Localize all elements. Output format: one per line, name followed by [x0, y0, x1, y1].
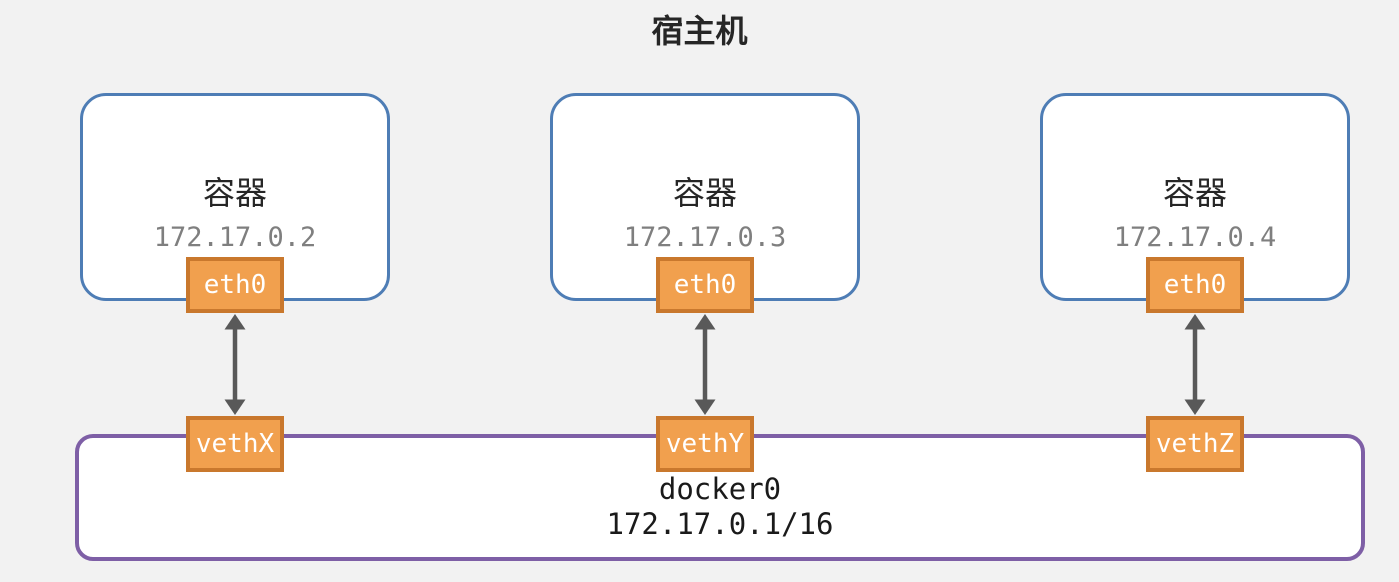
eth0-interface-box: eth0	[1146, 257, 1244, 313]
container-label: 容器	[202, 174, 267, 212]
bridge-ip: 172.17.0.1/16	[606, 507, 834, 541]
veth-interface-box: vethZ	[1146, 416, 1244, 472]
docker0-bridge-text: docker0 172.17.0.1/16	[75, 472, 1365, 542]
container-ip: 172.17.0.2	[153, 222, 317, 253]
veth-pair-arrow-icon	[224, 314, 246, 415]
bridge-name: docker0	[658, 472, 782, 506]
container-group-1: 容器 172.17.0.2 eth0 vethX	[80, 0, 390, 582]
container-group-2: 容器 172.17.0.3 eth0 vethY	[550, 0, 860, 582]
host-title: 宿主机	[651, 12, 748, 50]
container-label: 容器	[672, 174, 737, 212]
veth-interface-box: vethX	[186, 416, 284, 472]
veth-interface-box: vethY	[656, 416, 754, 472]
container-ip: 172.17.0.4	[1113, 222, 1277, 253]
eth0-interface-box: eth0	[186, 257, 284, 313]
veth-pair-arrow-icon	[1184, 314, 1206, 415]
eth0-interface-box: eth0	[656, 257, 754, 313]
veth-pair-arrow-icon	[694, 314, 716, 415]
container-group-3: 容器 172.17.0.4 eth0 vethZ	[1040, 0, 1350, 582]
container-ip: 172.17.0.3	[623, 222, 787, 253]
container-label: 容器	[1162, 174, 1227, 212]
